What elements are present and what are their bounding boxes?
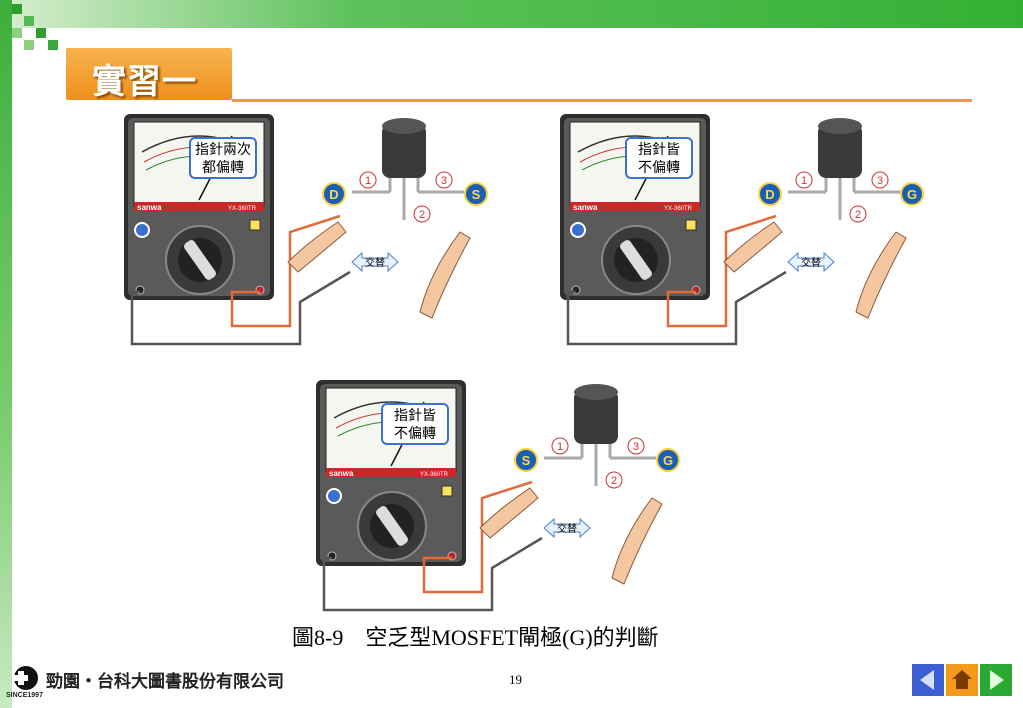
hand xyxy=(287,221,347,273)
top-green-band xyxy=(0,0,1023,28)
svg-text:G: G xyxy=(907,187,917,202)
svg-text:S: S xyxy=(472,187,481,202)
svg-text:2: 2 xyxy=(611,475,617,487)
publisher-logo xyxy=(14,666,38,690)
deco-square xyxy=(12,28,22,38)
pin-label-2: 2 xyxy=(849,205,867,223)
svg-text:都偏轉: 都偏轉 xyxy=(202,160,244,176)
page-number: 19 xyxy=(509,672,522,687)
figure-sg-probe: sanwa YX-360TR 1 2 3 S G 交替 指針皆 不偏轉 xyxy=(312,378,682,623)
needle-callout: 指針兩次 都偏轉 xyxy=(189,137,257,179)
since-label: SINCE1997 xyxy=(6,692,43,699)
svg-text:指針兩次: 指針兩次 xyxy=(195,142,251,158)
needle-callout: 指針皆 不偏轉 xyxy=(625,137,693,179)
deco-square xyxy=(24,16,34,26)
probe-badge-right: G xyxy=(656,448,680,472)
probe-badge-right: S xyxy=(464,182,488,206)
meter-model: YX-360TR xyxy=(664,206,693,212)
probe-badge-left: S xyxy=(514,448,538,472)
deco-square xyxy=(48,40,58,50)
previous-slide-button[interactable] xyxy=(912,664,944,696)
pin-label-3: 3 xyxy=(871,171,889,189)
svg-text:不偏轉: 不偏轉 xyxy=(638,160,680,176)
red-test-lead xyxy=(230,214,341,328)
pin-label-1: 1 xyxy=(359,171,377,189)
svg-text:D: D xyxy=(765,187,774,202)
hand xyxy=(479,487,539,539)
title-underline xyxy=(232,99,972,102)
pin-label-1: 1 xyxy=(795,171,813,189)
svg-text:G: G xyxy=(663,453,673,468)
probe-badge-left: D xyxy=(322,182,346,206)
alternate-arrow: 交替 xyxy=(543,517,591,539)
meter-model: YX-360TR xyxy=(420,472,449,478)
mosfet-transistor xyxy=(788,118,900,220)
svg-text:3: 3 xyxy=(633,441,639,453)
svg-text:2: 2 xyxy=(419,209,425,221)
deco-square xyxy=(24,40,34,50)
alternate-arrow: 交替 xyxy=(351,251,399,273)
hand xyxy=(723,221,783,273)
pin-label-2: 2 xyxy=(413,205,431,223)
svg-text:交替: 交替 xyxy=(365,256,385,269)
svg-text:D: D xyxy=(329,187,338,202)
arrow-left-icon xyxy=(920,670,934,690)
hand xyxy=(855,231,907,319)
figure-ds-probe: sanwa YX-360TR 1 2 3 D S 交替 指針兩次 都偏轉 xyxy=(120,112,490,357)
title-box xyxy=(66,48,232,100)
meter-model: YX-360TR xyxy=(228,206,257,212)
slide-title: 實習一 xyxy=(92,62,197,102)
publisher-name: 勁園‧台科大圖書股份有限公司 xyxy=(46,672,284,691)
next-slide-button[interactable] xyxy=(980,664,1012,696)
deco-square xyxy=(36,28,46,38)
svg-text:交替: 交替 xyxy=(557,522,577,535)
needle-callout: 指針皆 不偏轉 xyxy=(381,403,449,445)
deco-square xyxy=(12,4,22,14)
black-test-lead xyxy=(566,270,787,346)
home-icon xyxy=(952,670,972,689)
figure-caption: 圖8-9 空乏型MOSFET閘極(G)的判斷 xyxy=(292,625,659,650)
probe-badge-right: G xyxy=(900,182,924,206)
meter-brand: sanwa xyxy=(329,469,354,478)
svg-text:1: 1 xyxy=(557,441,563,453)
red-test-lead xyxy=(666,214,777,328)
black-test-lead xyxy=(322,536,543,612)
red-test-lead xyxy=(422,480,533,594)
svg-text:指針皆: 指針皆 xyxy=(638,142,680,158)
hand xyxy=(611,497,663,585)
mosfet-transistor xyxy=(544,384,656,486)
hand xyxy=(419,231,471,319)
figure-dg-probe: sanwa YX-360TR 1 2 3 D G 交替 指針皆 不偏轉 xyxy=(556,112,926,357)
arrow-right-icon xyxy=(990,670,1004,690)
svg-text:3: 3 xyxy=(441,175,447,187)
meter-brand: sanwa xyxy=(137,203,162,212)
pin-label-3: 3 xyxy=(435,171,453,189)
svg-text:交替: 交替 xyxy=(801,256,821,269)
svg-text:1: 1 xyxy=(365,175,371,187)
svg-text:3: 3 xyxy=(877,175,883,187)
pin-label-2: 2 xyxy=(605,471,623,489)
pin-label-1: 1 xyxy=(551,437,569,455)
svg-text:指針皆: 指針皆 xyxy=(394,408,436,424)
svg-text:S: S xyxy=(522,453,531,468)
svg-text:2: 2 xyxy=(855,209,861,221)
mosfet-transistor xyxy=(352,118,464,220)
meter-brand: sanwa xyxy=(573,203,598,212)
svg-text:1: 1 xyxy=(801,175,807,187)
left-green-band xyxy=(0,0,12,708)
home-button[interactable] xyxy=(946,664,978,696)
alternate-arrow: 交替 xyxy=(787,251,835,273)
svg-text:不偏轉: 不偏轉 xyxy=(394,426,436,442)
pin-label-3: 3 xyxy=(627,437,645,455)
probe-badge-left: D xyxy=(758,182,782,206)
black-test-lead xyxy=(130,270,351,346)
